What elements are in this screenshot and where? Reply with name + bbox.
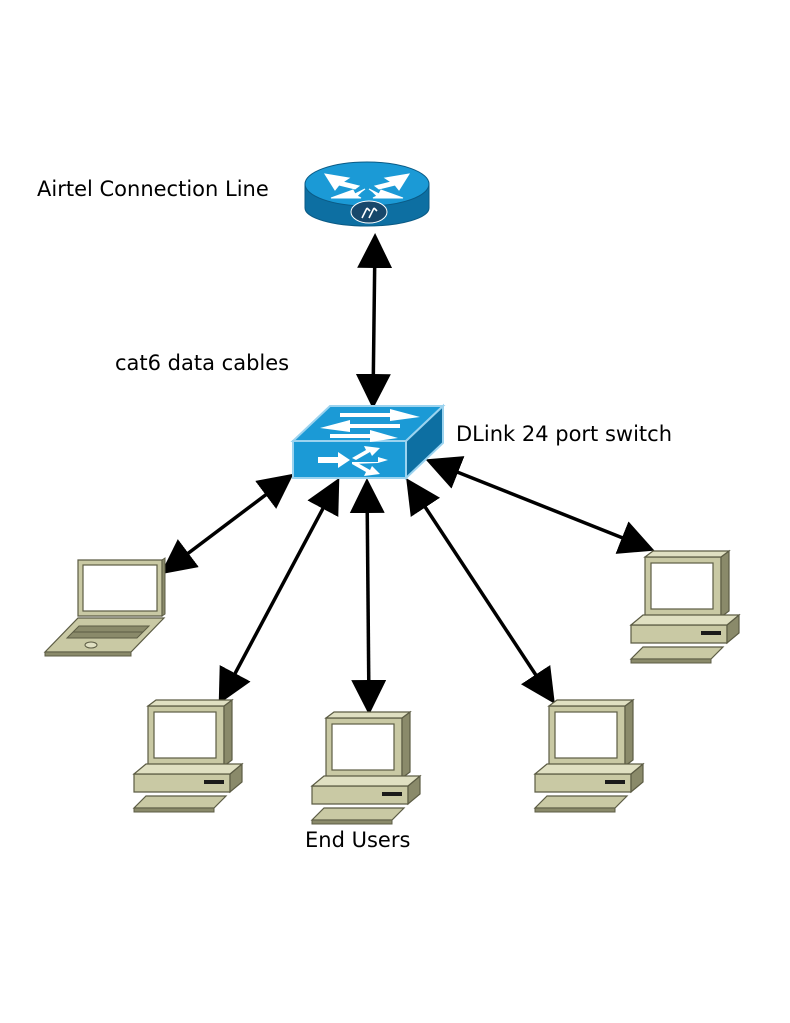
links xyxy=(160,233,655,715)
switch-label: DLink 24 port switch xyxy=(456,422,672,446)
network-switch-icon xyxy=(290,403,446,481)
internet-label: Airtel Connection Line xyxy=(37,177,269,201)
link-switch-desktop-3 xyxy=(406,478,555,704)
desktop-4 xyxy=(630,550,740,664)
link-switch-laptop xyxy=(160,473,294,575)
desktop-3 xyxy=(534,699,644,813)
desktop-computer-icon xyxy=(311,711,421,825)
desktop-2 xyxy=(311,711,421,825)
link-switch-desktop-4 xyxy=(425,456,655,554)
laptop-icon xyxy=(43,557,166,657)
end-users-label: End Users xyxy=(305,828,410,852)
link-switch-desktop-2 xyxy=(349,478,387,715)
desktop-computer-icon xyxy=(630,550,740,664)
router-icon xyxy=(304,161,430,227)
link-router-switch xyxy=(355,233,393,409)
link-switch-desktop-1 xyxy=(218,477,340,705)
cables-label: cat6 data cables xyxy=(115,351,289,375)
desktop-1 xyxy=(133,699,243,813)
desktop-computer-icon xyxy=(133,699,243,813)
desktop-computer-icon xyxy=(534,699,644,813)
